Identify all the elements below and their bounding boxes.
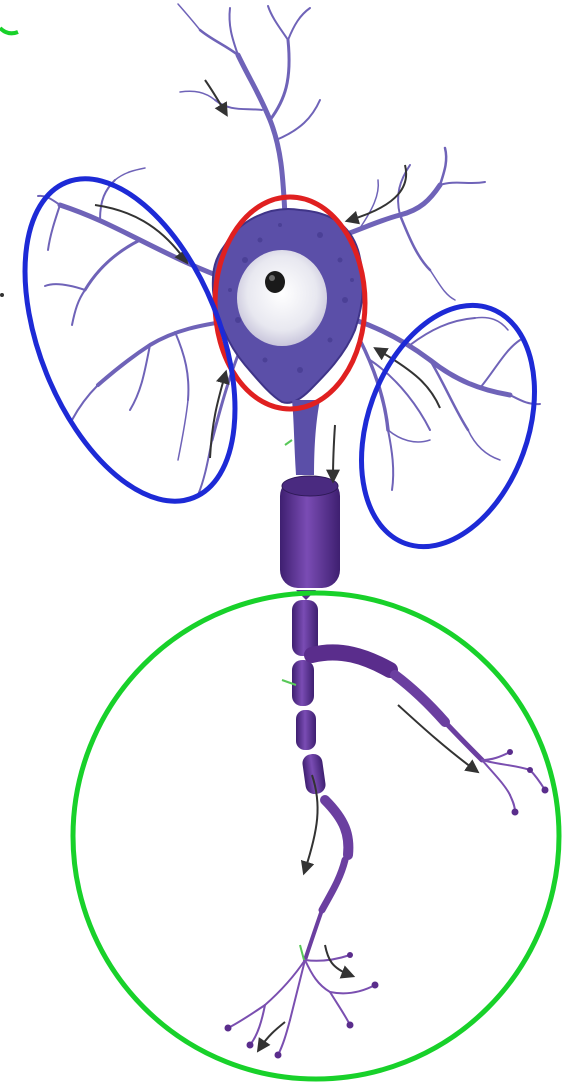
corner-mark (0, 28, 18, 33)
left-edge-dot (0, 293, 4, 297)
axon-hillock (292, 400, 320, 475)
highlight-axon-terminals-ring (73, 593, 559, 1079)
terminal-boutons (225, 749, 549, 1059)
axon-terminals (228, 752, 545, 1055)
nucleus-halo (237, 250, 327, 346)
axon (280, 400, 482, 960)
nucleolus (265, 271, 285, 293)
